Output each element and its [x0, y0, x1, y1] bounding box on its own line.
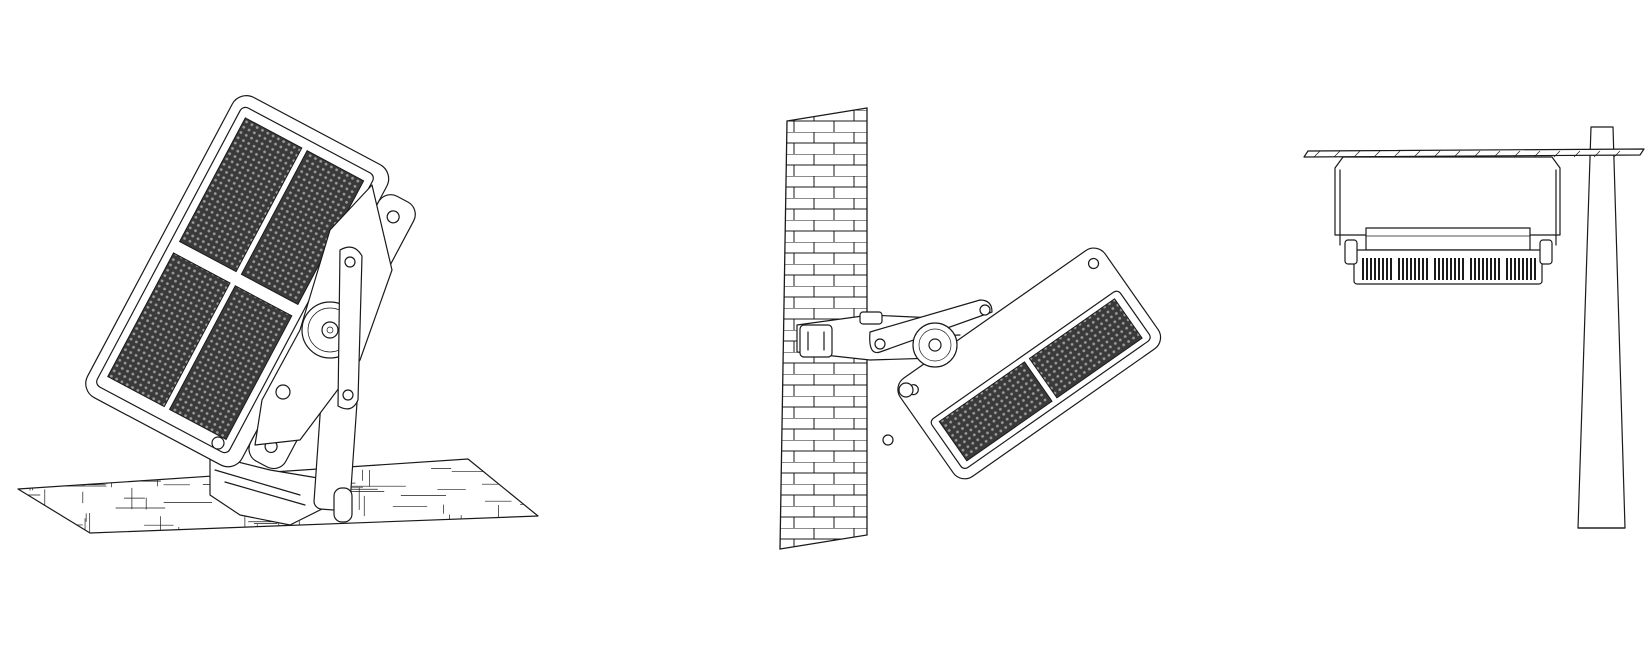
ground-mount-view [17, 95, 539, 534]
floodlight-fixture [1334, 156, 1561, 285]
tilt-arm [869, 299, 993, 446]
cooling-fins [1358, 258, 1540, 280]
wall-mount-view [779, 107, 1162, 550]
floodlight-fixture [897, 247, 1162, 480]
led-panel [107, 117, 365, 441]
pole-mount-view [1303, 126, 1645, 529]
pole [1577, 126, 1626, 529]
cross-beam [1303, 148, 1645, 158]
mounting-base [209, 378, 359, 526]
tilt-bracket [211, 184, 393, 450]
